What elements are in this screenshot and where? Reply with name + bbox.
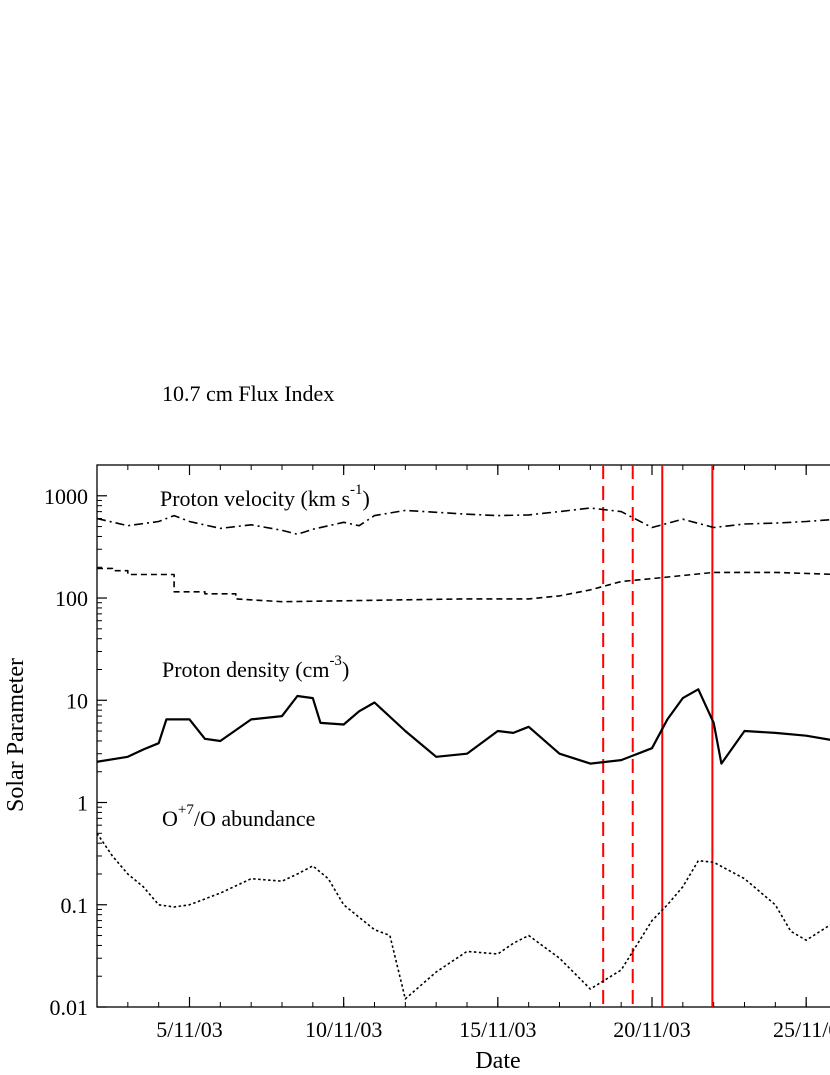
x-tick-label: 10/11/03 bbox=[305, 1017, 382, 1042]
series-line bbox=[97, 688, 830, 765]
series-lines bbox=[97, 507, 830, 1000]
series-label: O+7/O abundance bbox=[162, 802, 315, 831]
series-line bbox=[97, 567, 830, 603]
y-tick-label: 1000 bbox=[44, 484, 88, 509]
y-tick-label: 10 bbox=[66, 688, 88, 713]
y-tick-label: 100 bbox=[55, 586, 88, 611]
x-axis-ticks: 5/11/03 10/11/03 15/11/03 20/11/03 25/11/0 bbox=[127, 465, 830, 1042]
y-tick-label: 1 bbox=[77, 791, 88, 816]
y-axis-ticks: 0.01 0.1 1 10 100 1000 bbox=[44, 464, 107, 1020]
x-tick-label: 5/11/03 bbox=[156, 1017, 222, 1042]
series-label: Proton velocity (km s-1) bbox=[160, 482, 370, 511]
series-label: 10.7 cm Flux Index bbox=[162, 381, 334, 406]
series-labels: Proton velocity (km s-1) 10.7 cm Flux Ind… bbox=[160, 381, 370, 831]
event-lines bbox=[602, 465, 714, 1007]
x-tick-label: 15/11/03 bbox=[459, 1017, 536, 1042]
y-tick-label: 0.1 bbox=[61, 893, 89, 918]
y-tick-label: 0.01 bbox=[50, 995, 89, 1020]
y-axis-label: Solar Parameter bbox=[3, 658, 29, 812]
series-line bbox=[97, 507, 830, 536]
x-tick-label: 25/11/0 bbox=[773, 1017, 830, 1042]
plot-frame bbox=[96, 464, 830, 1008]
series-label: Proton density (cm-3) bbox=[162, 653, 349, 682]
series-line bbox=[97, 832, 830, 1000]
x-axis-label: Date bbox=[475, 1048, 520, 1074]
x-tick-label: 20/11/03 bbox=[613, 1017, 690, 1042]
